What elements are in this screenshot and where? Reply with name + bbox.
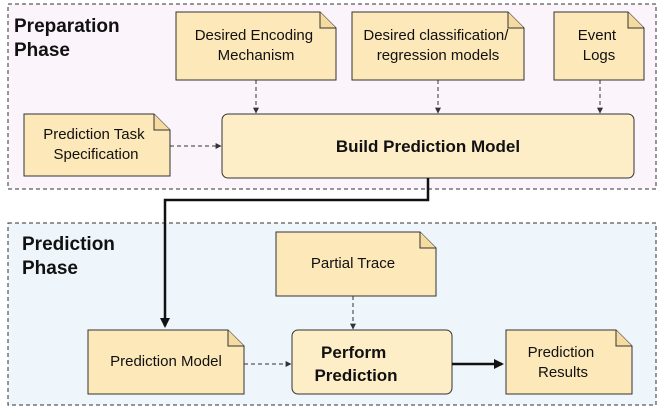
build-prediction-model-box: Build Prediction Model	[221, 113, 635, 179]
encoding-line-2: Mechanism	[218, 47, 295, 64]
perform-prediction-line-1: Perform	[321, 343, 386, 362]
prediction-title-line-1: Prediction	[22, 234, 115, 255]
partial-trace-label: Partial Trace	[311, 255, 395, 272]
preparation-title-line-2: Phase	[14, 40, 70, 61]
svg-text:Event Logs: Event Logs	[578, 27, 621, 64]
prediction-model-label: Prediction Model	[110, 353, 222, 370]
task-spec-document: Prediction Task Specification	[23, 113, 171, 177]
encoding-document: Desired Encoding Mechanism	[175, 11, 337, 81]
build-prediction-model-label: Build Prediction Model	[336, 137, 520, 156]
models-line-1: Desired classification/	[363, 27, 509, 44]
prediction-model-document: Prediction Model	[87, 329, 245, 395]
event-logs-document: Event Logs	[553, 11, 645, 81]
preparation-title-line-1: Preparation	[14, 16, 120, 37]
perform-prediction-line-2: Prediction	[314, 366, 397, 385]
arrow-build-to-prediction-model	[160, 178, 430, 328]
prediction-results-document: Prediction Results	[505, 329, 633, 395]
svg-text:Prediction Results: Prediction Results	[528, 344, 599, 381]
partial-trace-document: Partial Trace	[275, 231, 437, 297]
models-document: Desired classification/ regression model…	[351, 11, 525, 81]
prediction-title-line-2: Phase	[22, 258, 78, 279]
svg-text:Desired classification/: Desired classification/ regression model…	[363, 27, 512, 64]
event-logs-line-1: Event	[578, 27, 617, 44]
preparation-phase-title: Preparation Phase	[14, 16, 125, 61]
svg-text:Desired Encoding Mechani: Desired Encoding Mechanism	[195, 27, 318, 64]
prediction-phase-title: Prediction Phase	[22, 234, 120, 279]
models-line-2: regression models	[377, 47, 500, 64]
prediction-results-line-1: Prediction	[528, 344, 595, 361]
task-spec-line-2: Specification	[53, 146, 138, 163]
encoding-line-1: Desired Encoding	[195, 27, 313, 44]
svg-text:Perform Prediction: Perform Prediction	[314, 343, 397, 385]
prediction-results-line-2: Results	[538, 364, 588, 381]
svg-text:Prediction Task Specific: Prediction Task Specification	[43, 126, 149, 163]
task-spec-line-1: Prediction Task	[43, 126, 145, 143]
event-logs-line-2: Logs	[583, 47, 616, 64]
perform-prediction-box: Perform Prediction	[291, 329, 453, 395]
